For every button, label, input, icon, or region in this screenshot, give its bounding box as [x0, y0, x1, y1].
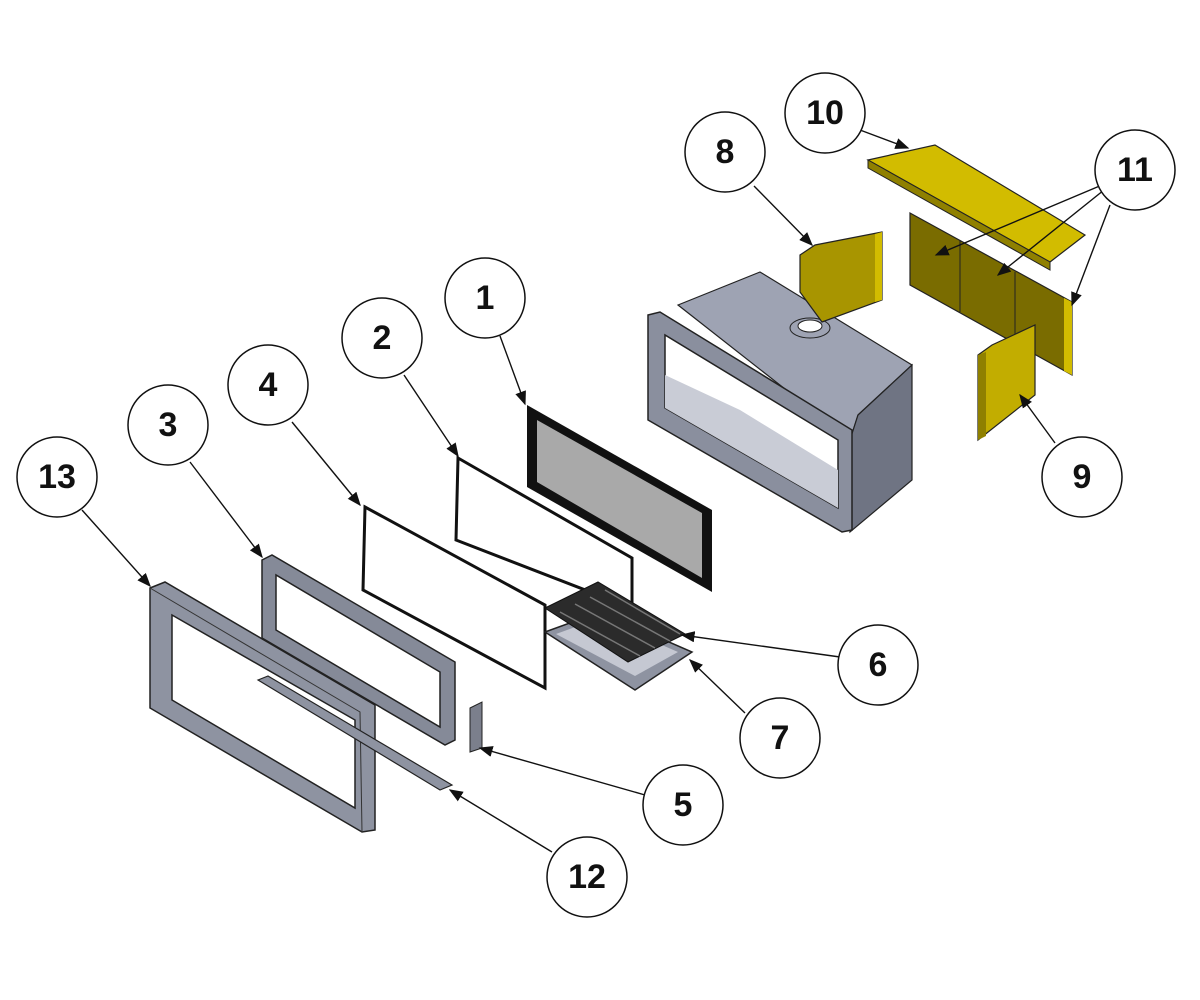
svg-text:7: 7 [771, 719, 790, 757]
svg-text:5: 5 [674, 786, 693, 824]
callout-3: 3 [127, 384, 209, 466]
callout-10: 10 [784, 72, 866, 154]
part-5-handle [469, 701, 483, 753]
callout-6: 6 [837, 624, 919, 706]
svg-text:13: 13 [38, 458, 76, 496]
firebox-body [647, 271, 913, 534]
svg-text:2: 2 [373, 319, 392, 357]
callout-7: 7 [739, 697, 821, 779]
svg-text:3: 3 [159, 406, 178, 444]
part-1-glass-panel [527, 405, 712, 592]
svg-text:8: 8 [716, 133, 735, 171]
callout-11: 11 [1094, 129, 1176, 211]
part-3-door-frame [261, 554, 456, 746]
svg-text:9: 9 [1073, 458, 1092, 496]
part-13-outer-frame [149, 581, 376, 833]
svg-text:12: 12 [568, 858, 606, 896]
leader-lines [81, 129, 1111, 853]
part-9-side-brick [977, 324, 1036, 442]
callout-9: 9 [1041, 436, 1123, 518]
svg-text:4: 4 [259, 366, 278, 404]
svg-text:1: 1 [476, 279, 495, 317]
svg-text:6: 6 [869, 646, 888, 684]
callout-12: 12 [546, 836, 628, 918]
callout-2: 2 [341, 297, 423, 379]
part-8-side-brick [799, 231, 883, 323]
svg-text:10: 10 [806, 94, 844, 132]
callout-5: 5 [642, 764, 724, 846]
callout-4: 4 [227, 344, 309, 426]
callout-1: 1 [444, 257, 526, 339]
part-4-gasket [361, 504, 547, 691]
svg-text:11: 11 [1117, 151, 1153, 189]
part-12-deflector-strip [256, 675, 454, 791]
callout-8: 8 [684, 111, 766, 193]
callout-13: 13 [16, 436, 98, 518]
part-10-top-baffle [866, 144, 1087, 271]
